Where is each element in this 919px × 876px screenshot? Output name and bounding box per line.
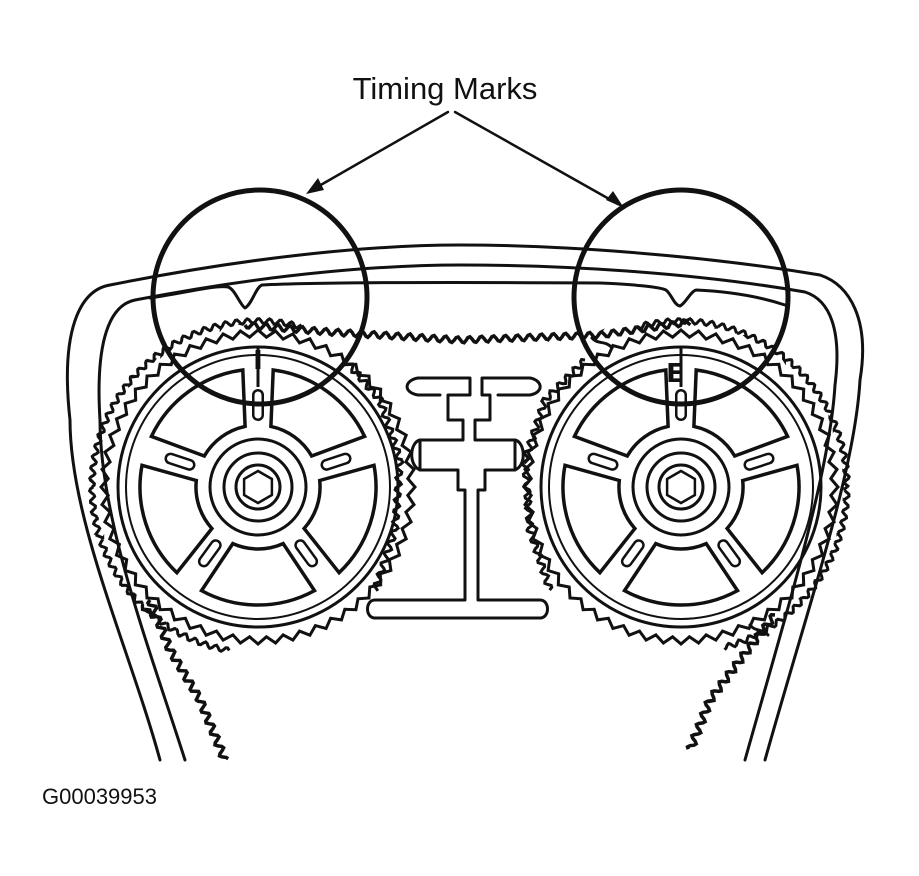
sprocket-bolt	[234, 463, 282, 511]
timing-mark-circle-intake	[150, 187, 370, 407]
sprocket-window	[198, 541, 318, 607]
sprocket-hub-inner	[222, 451, 294, 523]
sprocket-window	[148, 368, 247, 459]
sprocket-slot-inner	[719, 541, 739, 565]
callout-arrows	[310, 110, 620, 206]
belt-wrap-right	[637, 317, 851, 489]
sprocket-window	[692, 368, 791, 459]
cover-top-edge	[148, 280, 787, 310]
intake-timing-mark-letter: I	[253, 346, 263, 376]
belt-left-span	[145, 598, 230, 761]
arrowhead-left-icon	[306, 178, 324, 194]
center-casting	[366, 376, 549, 620]
sprocket-bolt	[657, 463, 705, 511]
sprocket-slot-inner	[200, 541, 220, 565]
sprocket-teeth	[522, 328, 840, 646]
sprocket-window	[571, 368, 670, 459]
sprocket-window	[621, 541, 741, 607]
sprocket-window	[724, 463, 801, 576]
belt-wrap-left	[88, 317, 303, 489]
exhaust-camshaft-sprocket	[522, 328, 840, 646]
sprocket-bolt-hex	[242, 469, 274, 505]
sprocket-window	[138, 463, 215, 576]
exhaust-timing-mark-letter: E	[666, 359, 684, 389]
sprocket-teeth	[99, 328, 417, 646]
timing-belt	[87, 317, 851, 761]
belt-top-span	[243, 318, 692, 345]
sprocket-slot-inner	[746, 455, 772, 469]
sprocket-hub-inner	[645, 451, 717, 523]
belt-wrap-right-lower	[723, 485, 851, 651]
belt-tensioner-marks	[143, 336, 770, 637]
sprocket-hub	[208, 437, 308, 537]
sprocket-slot-inner	[590, 455, 616, 469]
sprocket-slot-inner	[323, 455, 349, 469]
sprocket-window	[301, 463, 378, 576]
sprocket-window	[561, 463, 638, 576]
sprocket-bolt-hex	[665, 469, 697, 505]
figure-id: G00039953	[42, 784, 157, 809]
sprocket-window	[269, 368, 368, 459]
sprocket-slot-inner	[167, 455, 193, 469]
timing-mark-circle-exhaust	[571, 187, 791, 407]
intake-camshaft-sprocket	[99, 328, 417, 646]
sprocket-slot-inner	[623, 541, 643, 565]
belt-inner-right	[520, 357, 586, 592]
arrowhead-right-icon	[606, 191, 624, 208]
sprocket-slot-inner	[296, 541, 316, 565]
belt-wrap-left-lower	[87, 485, 231, 653]
sprocket-hub	[631, 437, 731, 537]
callout-label: Timing Marks	[353, 71, 538, 106]
